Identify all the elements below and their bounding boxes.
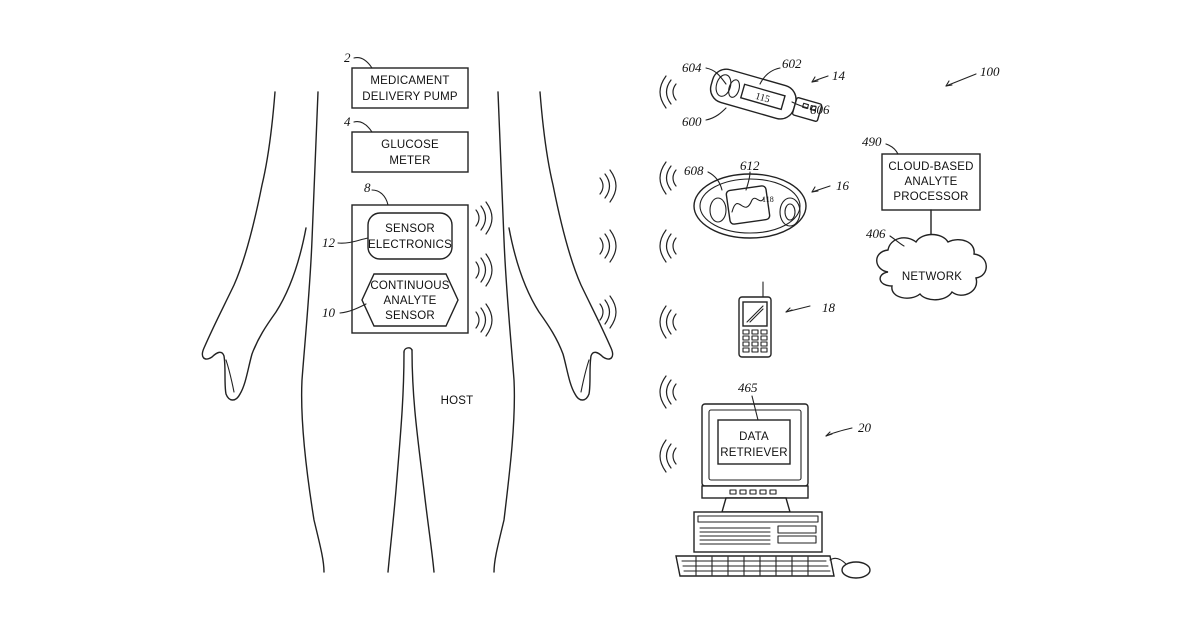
- medicament-pump: MEDICAMENT DELIVERY PUMP 2: [344, 50, 468, 108]
- mobile-phone: 18: [739, 282, 836, 357]
- ref-analyte-sensor: 10: [322, 305, 336, 320]
- computer-screen-line1: DATA: [739, 431, 769, 443]
- electronics-label-line2: ELECTRONICS: [368, 239, 452, 251]
- sensor-label-line3: SENSOR: [385, 310, 435, 322]
- ref-612: 612: [740, 158, 760, 173]
- handheld-screen-value: 118: [762, 195, 774, 204]
- computer-screen-line2: RETRIEVER: [720, 447, 788, 459]
- network-label: NETWORK: [902, 271, 962, 283]
- usb-receiver: 115 604 602 606 600 14: [682, 56, 846, 129]
- ref-glucose-meter: 4: [344, 114, 351, 129]
- ref-600: 600: [682, 114, 702, 129]
- ref-phone: 18: [822, 300, 836, 315]
- electronics-label-line1: SENSOR: [385, 223, 435, 235]
- handheld-receiver: 118 608 612 16: [684, 158, 850, 238]
- host-label: HOST: [441, 395, 474, 407]
- cloud-label-line2: ANALYTE: [905, 176, 958, 188]
- pump-label-line1: MEDICAMENT: [370, 75, 449, 87]
- ref-602: 602: [782, 56, 802, 71]
- ref-pump: 2: [344, 50, 351, 65]
- meter-label-line1: GLUCOSE: [381, 139, 439, 151]
- ref-network: 406: [866, 226, 886, 241]
- ref-sensor-system: 8: [364, 180, 371, 195]
- sensor-label-line1: CONTINUOUS: [370, 280, 449, 292]
- sensor-system: 8 SENSOR ELECTRONICS 12 CONTINUOUS ANALY…: [322, 180, 468, 333]
- ref-608: 608: [684, 163, 704, 178]
- ref-sensor-electronics: 12: [322, 235, 336, 250]
- pump-label-line2: DELIVERY PUMP: [362, 91, 458, 103]
- ref-604: 604: [682, 60, 702, 75]
- ref-606: 606: [810, 102, 830, 117]
- ref-computer: 20: [858, 420, 872, 435]
- ref-usb-receiver: 14: [832, 68, 846, 83]
- glucose-meter: GLUCOSE METER 4: [344, 114, 468, 172]
- cloud-label-line3: PROCESSOR: [893, 191, 968, 203]
- ref-figure: 100: [980, 64, 1000, 79]
- figure-ref: 100: [946, 64, 1000, 86]
- network-cloud: NETWORK 406: [866, 226, 986, 300]
- ref-handheld-receiver: 16: [836, 178, 850, 193]
- meter-label-line2: METER: [389, 155, 430, 167]
- ref-cloud-processor: 490: [862, 134, 882, 149]
- cloud-label-line1: CLOUD-BASED: [888, 161, 973, 173]
- computer: DATA RETRIEVER 465: [676, 380, 872, 578]
- sensor-label-line2: ANALYTE: [384, 295, 437, 307]
- ref-data-retriever: 465: [738, 380, 758, 395]
